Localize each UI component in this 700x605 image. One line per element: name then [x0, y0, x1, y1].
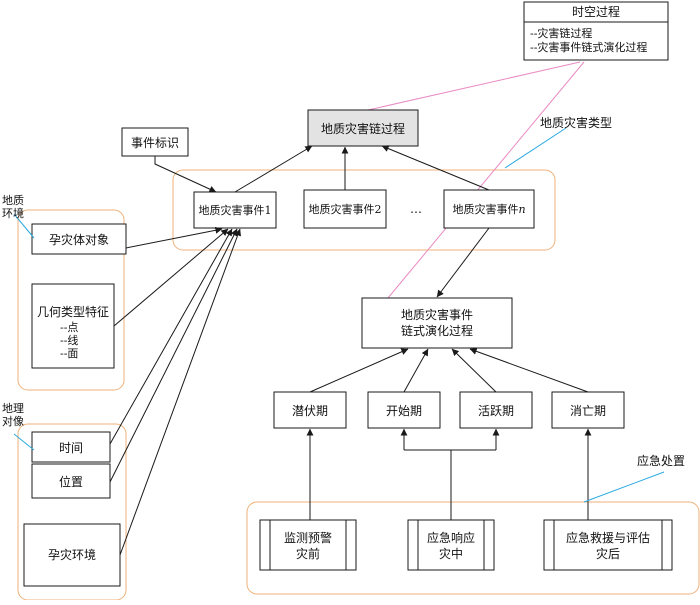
callout-emergency: 应急处置: [637, 453, 685, 468]
arrow-latent-to-chain: [309, 348, 409, 393]
emergency-before-line-1: 监测预警: [284, 530, 332, 545]
geometry-item-area: --面: [60, 347, 78, 360]
spatiotemporal-title: 时空过程: [572, 4, 620, 19]
time-box: 时间: [31, 431, 111, 463]
emergency-during-line-1: 应急响应: [427, 530, 475, 545]
event-label-text: 事件标识: [131, 136, 179, 150]
event-n-box: 地质灾害事件n: [443, 189, 535, 229]
geometry-item-line: --线: [60, 333, 78, 347]
events-group-border: [172, 169, 556, 251]
event-n-suffix: n: [518, 203, 525, 216]
spatiotemporal-item-2: --灾害事件链式演化过程: [530, 40, 647, 54]
events-ellipsis: …: [410, 202, 422, 216]
time-label: 时间: [59, 441, 83, 455]
event-label-box: 事件标识: [121, 127, 189, 157]
emergency-group-border: [246, 501, 700, 595]
arrow-env-to-event1: [119, 228, 241, 556]
pregnant-env-box: 孕灾环境: [23, 523, 121, 587]
pink-link-main-process: [367, 61, 581, 111]
phase-start-label: 开始期: [386, 404, 422, 418]
event-1-box: 地质灾害事件1: [193, 191, 277, 229]
pink-link-chain-process: [387, 61, 585, 299]
arrow-eventn-to-chain: [436, 227, 490, 298]
emergency-after-line-1: 应急救援与评估: [566, 530, 650, 545]
phase-latent-label: 潜伏期: [292, 404, 328, 418]
geo-env-group-border: [17, 209, 125, 391]
event-2-label: 地质灾害事件2: [309, 202, 382, 216]
event-n-label: 地质灾害事件n: [452, 202, 525, 216]
event-1-label: 地质灾害事件1: [199, 203, 272, 217]
main-process-label: 地质灾害链过程: [321, 121, 405, 136]
arrow-geometry-to-event1: [113, 228, 229, 327]
emergency-during-line-2: 灾中: [439, 546, 463, 561]
emergency-after-line-2: 灾后: [596, 546, 620, 561]
callout-geo-object-vertical: 地理对像: [2, 402, 24, 428]
pregnant-body-label: 孕灾体对象: [49, 232, 109, 247]
geometry-title: 几何类型特征: [37, 304, 109, 319]
callout-line-geo-env: [13, 213, 35, 239]
event-2-box: 地质灾害事件2: [303, 189, 387, 229]
phase-active-label: 活跃期: [478, 404, 514, 418]
spatiotemporal-item-1: --灾害链过程: [530, 26, 592, 40]
arrow-eventn-to-main: [381, 145, 490, 191]
event-n-prefix: 地质灾害事件: [452, 202, 518, 216]
geometry-box: 几何类型特征 --点 --线 --面: [31, 283, 115, 369]
callout-line-geo-object: [13, 433, 35, 451]
arrow-event1-to-main: [234, 145, 313, 193]
arrow-label-to-event1: [154, 156, 217, 193]
emergency-after-box: 应急救援与评估 灾后: [543, 519, 673, 571]
chain-process-line-2: 链式演化过程: [401, 323, 473, 338]
arrow-body-to-event1: [125, 226, 223, 249]
arrow-time-to-event1: [109, 228, 233, 445]
emergency-during-box: 应急响应 灾中: [407, 519, 495, 571]
pregnant-body-box: 孕灾体对象: [31, 223, 127, 255]
callout-disaster-type: 地质灾害类型: [540, 115, 612, 130]
chain-process-line-1: 地质灾害事件: [401, 307, 473, 322]
arrow-start-to-chain: [403, 348, 429, 393]
spatiotemporal-box: 时空过程 --灾害链过程 --灾害事件链式演化过程: [523, 1, 669, 61]
phase-start-box: 开始期: [367, 391, 441, 429]
callout-geo-env-vertical: 地质环境: [2, 194, 24, 220]
pregnant-env-label: 孕灾环境: [48, 547, 96, 562]
phase-active-box: 活跃期: [459, 391, 533, 429]
arrow-active-to-chain: [451, 348, 497, 393]
emergency-before-box: 监测预警 灾前: [259, 519, 357, 571]
arrow-location-to-event1: [109, 228, 238, 483]
location-box: 位置: [31, 463, 111, 499]
main-process-box: 地质灾害链过程: [307, 109, 419, 147]
phase-latent-box: 潜伏期: [273, 391, 347, 429]
geometry-item-point: --点: [60, 321, 78, 334]
callout-line-disaster-type: [504, 127, 567, 169]
arrow-decline-to-chain: [469, 347, 589, 393]
emergency-before-line-2: 灾前: [296, 546, 320, 561]
location-label: 位置: [59, 474, 83, 489]
chain-process-box: 地质灾害事件 链式演化过程: [361, 297, 513, 349]
phase-decline-label: 消亡期: [570, 404, 606, 418]
callout-line-emergency: [583, 471, 665, 503]
phase-decline-box: 消亡期: [551, 391, 625, 429]
